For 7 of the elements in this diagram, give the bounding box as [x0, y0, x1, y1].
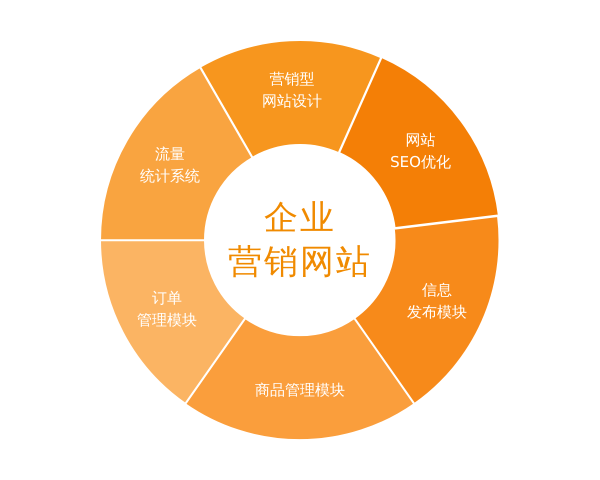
segment-label: 网站SEO优化 — [390, 130, 451, 173]
segment-label: 信息发布模块 — [407, 280, 468, 323]
segment-label: 流量统计系统 — [140, 144, 200, 187]
segment-label: 订单管理模块 — [136, 288, 197, 332]
center-title: 企业营销网站 — [228, 197, 372, 284]
segment-label: 营销型网站设计 — [262, 69, 322, 112]
segment-label: 商品管理模块 — [254, 380, 345, 401]
